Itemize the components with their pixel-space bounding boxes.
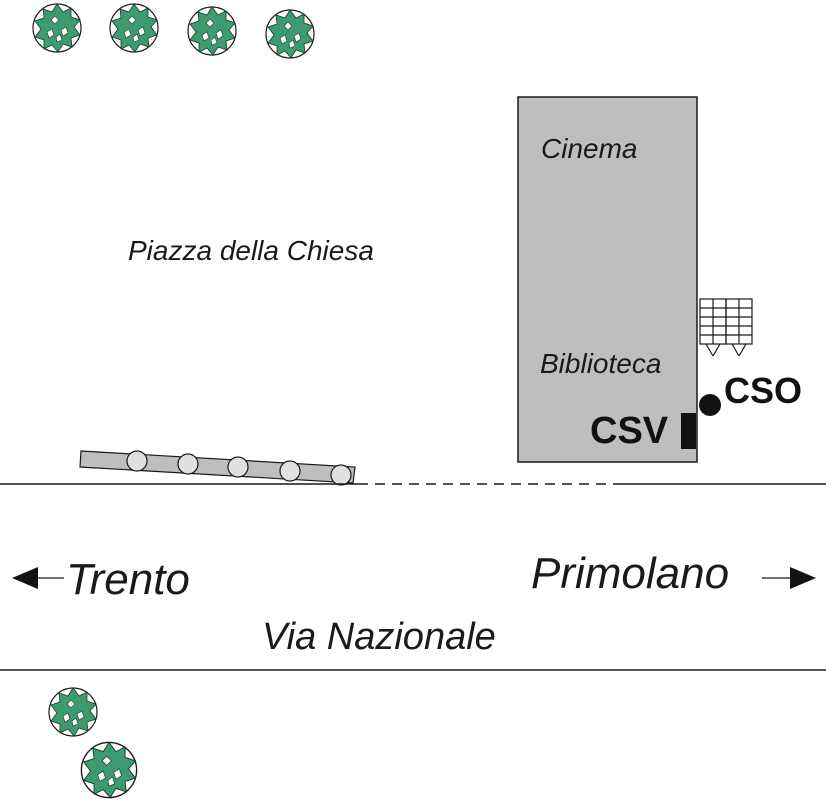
tree-icon: [48, 687, 98, 737]
east-label: Primolano: [531, 549, 729, 598]
tree-icon: [109, 3, 159, 53]
tree-icon: [80, 741, 138, 799]
tree-icon: [32, 3, 82, 53]
tree-icon: [265, 9, 315, 59]
rectangle-marker-icon: [681, 413, 696, 449]
cso-label: CSO: [724, 370, 802, 411]
cinema-label: Cinema: [541, 133, 637, 164]
road-label: Via Nazionale: [262, 616, 496, 658]
tree-icon: [187, 6, 237, 56]
building: [517, 96, 698, 463]
circle-marker-icon: [699, 394, 721, 416]
west-label: Trento: [66, 555, 190, 604]
library-label: Biblioteca: [540, 348, 661, 379]
csv-label: CSV: [590, 410, 669, 452]
square-label: Piazza della Chiesa: [128, 235, 374, 266]
arrow-left-icon: [12, 567, 64, 589]
bench-icon: [79, 450, 356, 486]
scaffold-icon: [699, 298, 753, 357]
arrow-right-icon: [762, 567, 816, 589]
